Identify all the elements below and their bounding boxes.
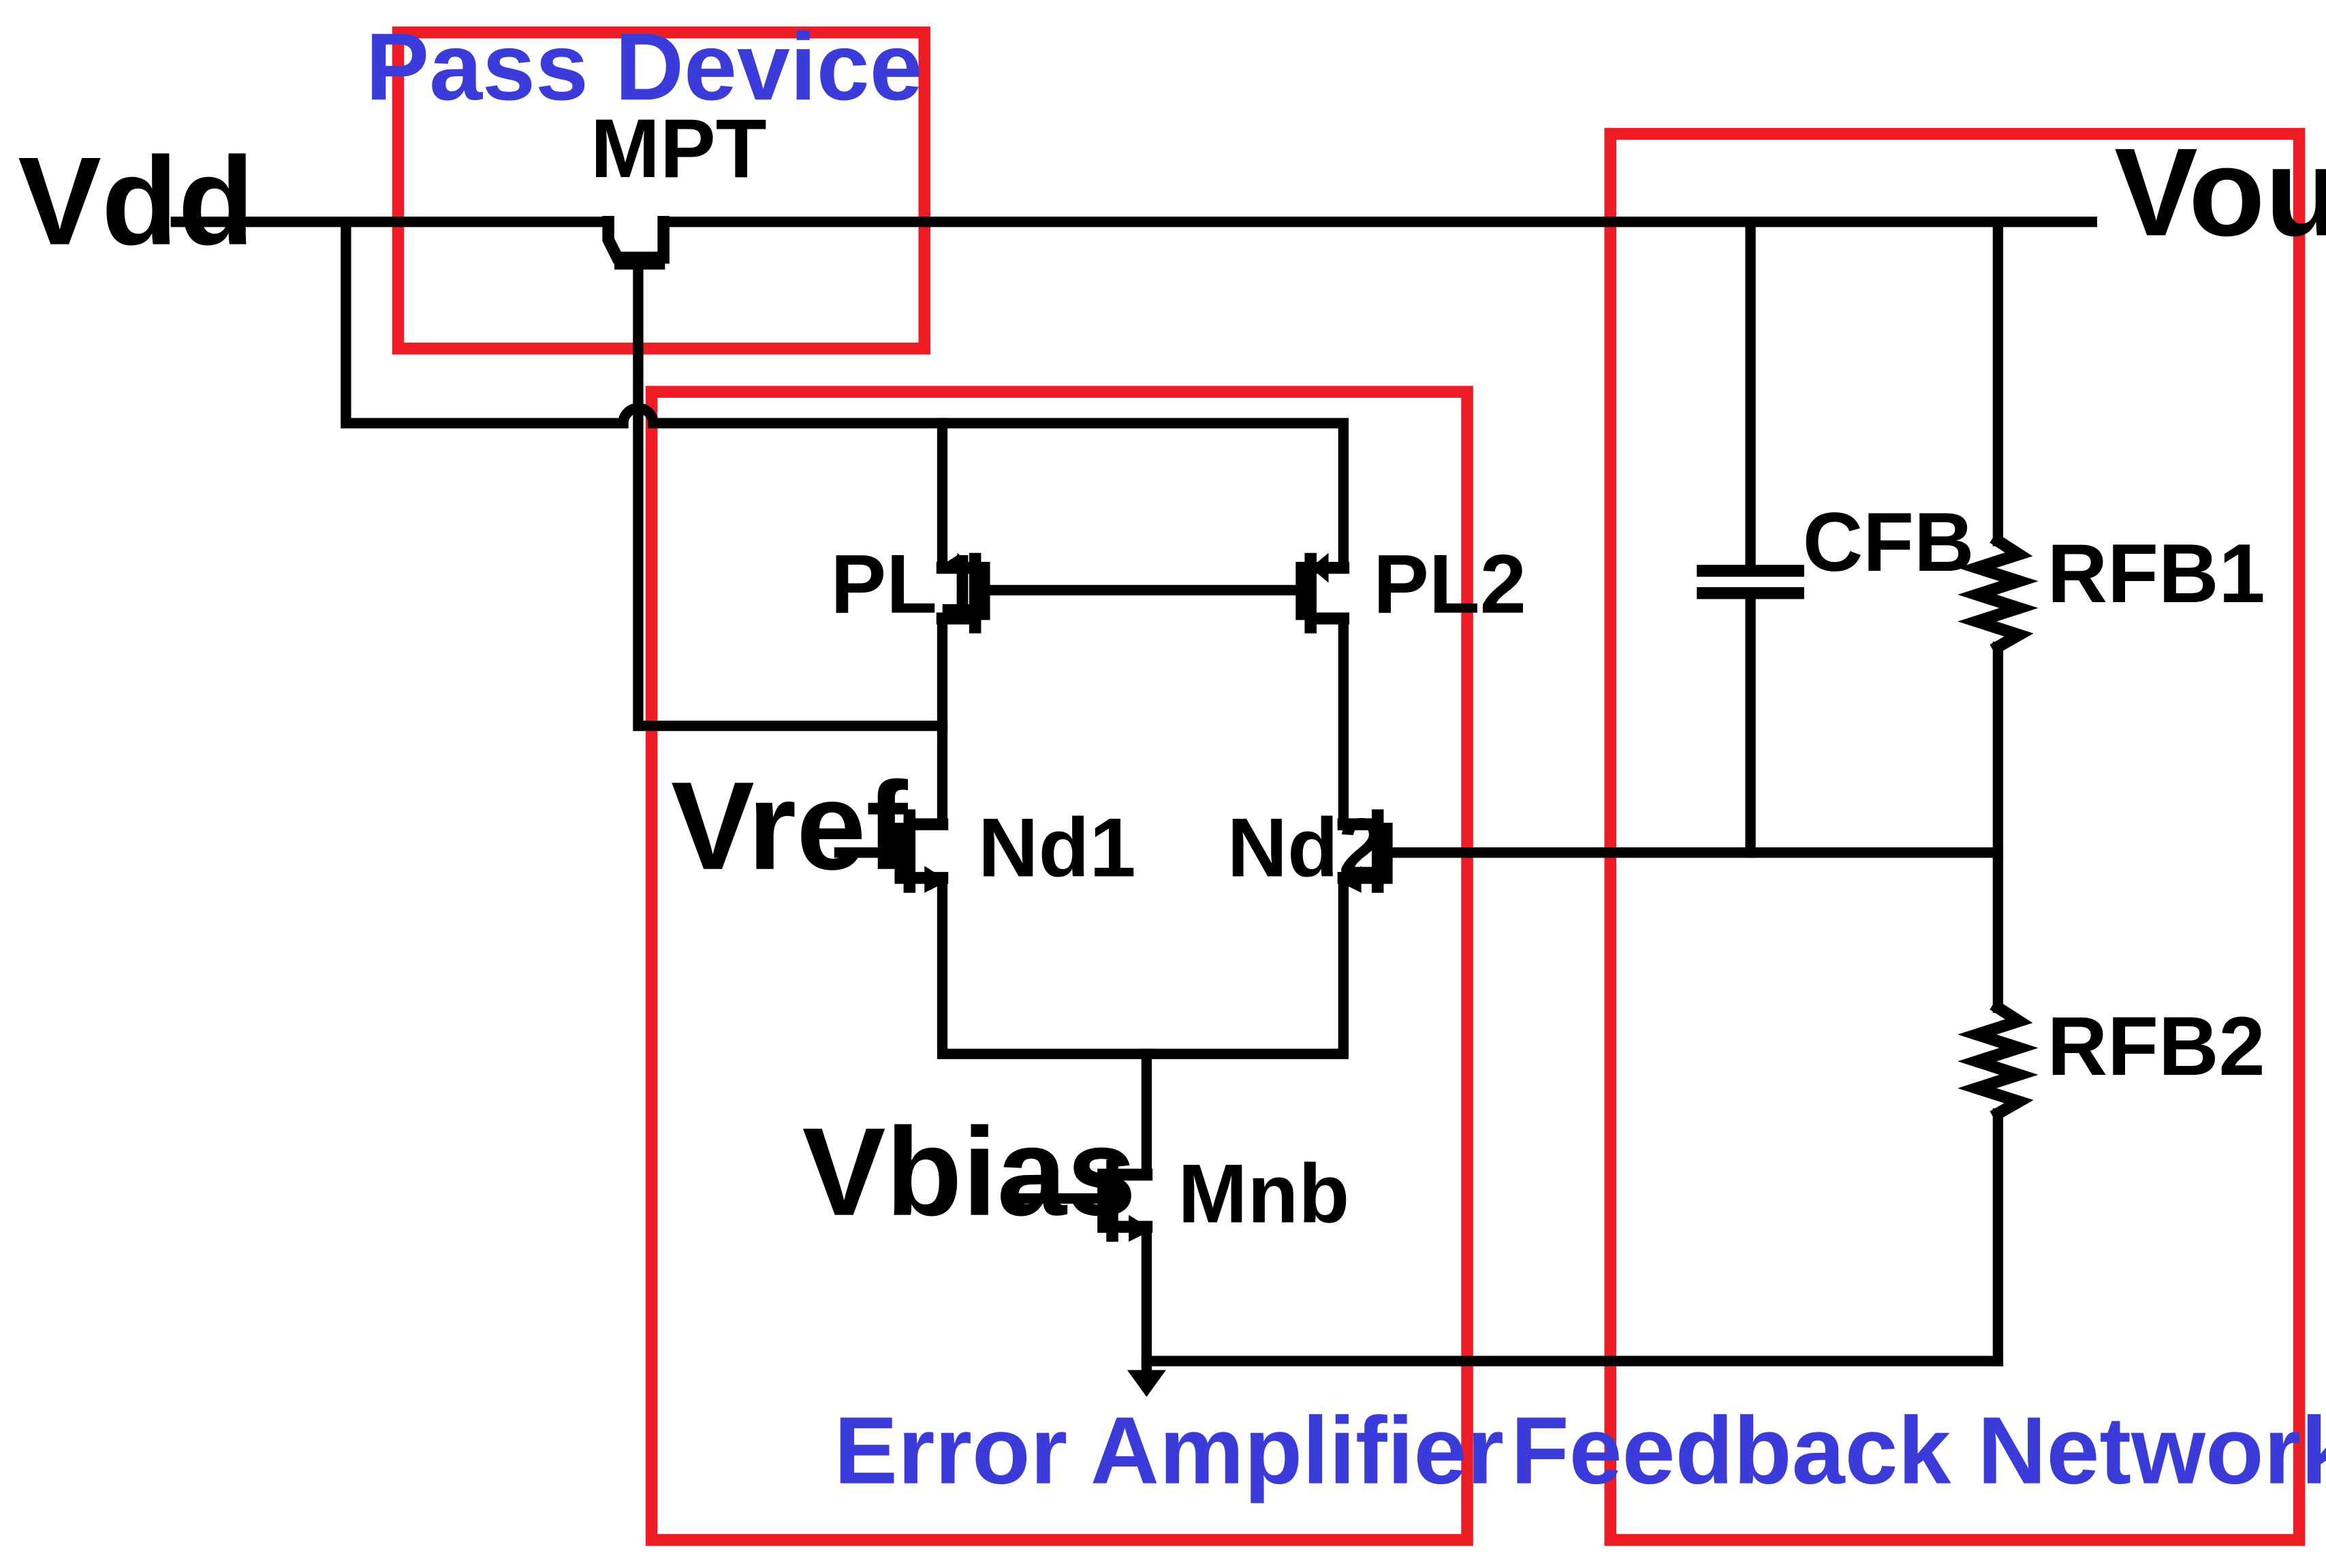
rfb1-resistor [1958,533,2039,655]
nd1-label: Nd1 [978,801,1136,894]
pass-device-label: Pass Device [366,13,923,120]
pl1-label: PL1 [830,537,984,630]
mnb-label: Mnb [1178,1147,1349,1240]
pl2-label: PL2 [1373,537,1526,630]
feedback-network-label: Feedback Network [1511,1397,2326,1504]
tail-wire [937,873,1349,1059]
feedback-network-region [1604,127,2306,1546]
vdd-label: Vdd [18,131,254,271]
vout-label: Vout [2114,122,2326,262]
pl2-transistor [1295,552,1350,633]
pass-device-region [392,26,931,355]
wires [170,217,2097,1371]
error-amplifier-label: Error Amplifier [834,1397,1504,1504]
mpt-transistor [602,215,670,270]
mpt-label: MPT [591,101,767,195]
cfb-capacitor [1697,565,1804,599]
pl1-transistor [936,552,990,633]
rfb2-resistor [1958,999,2039,1122]
rfb1-label: RFB1 [2047,527,2265,620]
nd2-transistor [1337,809,1393,893]
mnb-transistor [1097,1159,1153,1242]
cfb-label: CFB [1803,495,1975,589]
mpt-gate-wire [633,253,948,732]
ground-symbol [1127,1370,1166,1397]
vref-label: Vref [671,756,908,896]
vbias-label: Vbias [802,1102,1137,1242]
nd2-label: Nd2 [1227,801,1385,894]
rfb2-label: RFB2 [2047,999,2265,1093]
nd1-transistor [894,809,949,893]
error-amplifier-region [645,386,1473,1546]
